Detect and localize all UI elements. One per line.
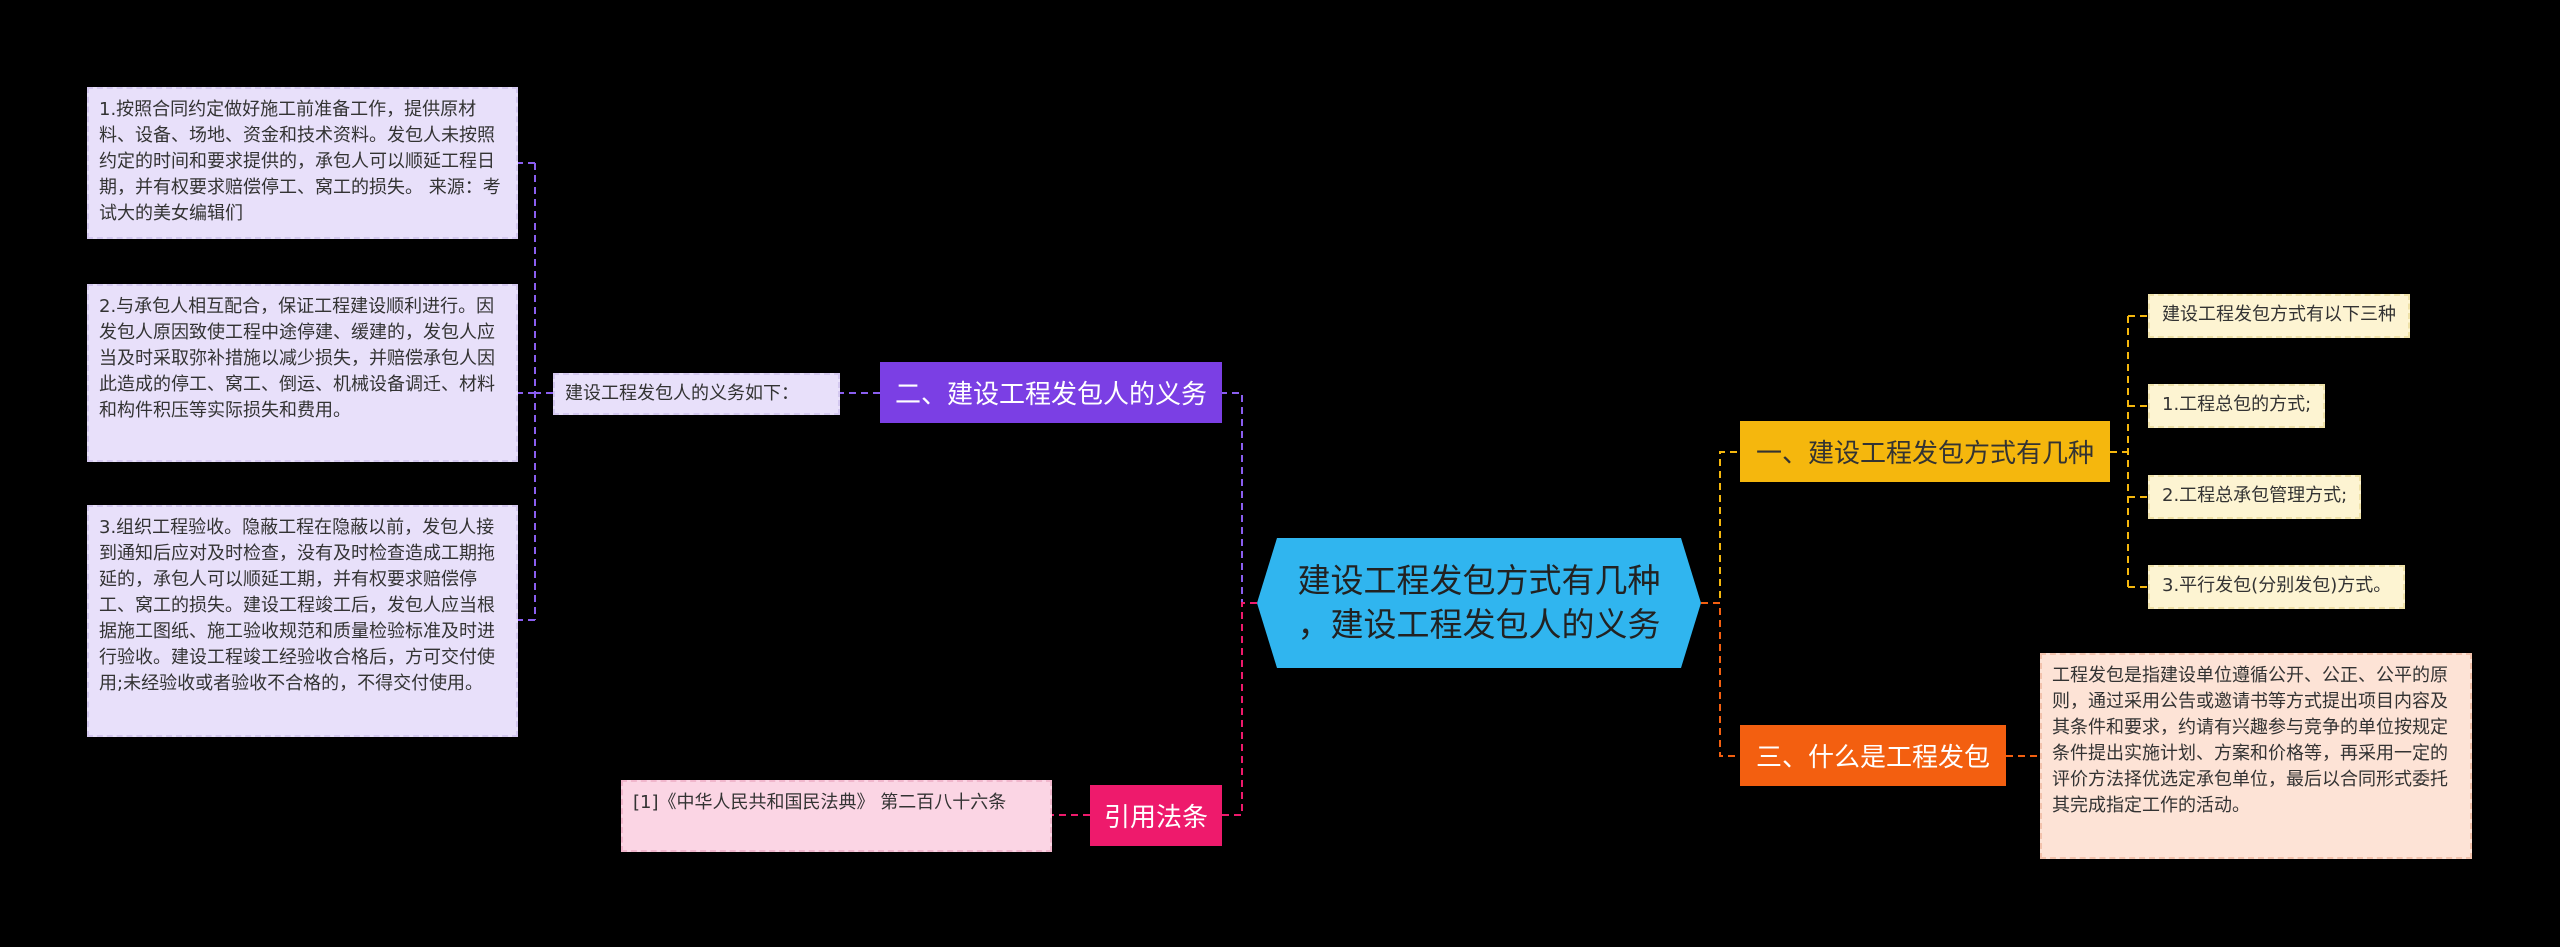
- law-item-text: [1]《中华人民共和国民法典》 第二百八十六条: [633, 792, 1007, 813]
- central-hexagon-shape: [1257, 538, 1701, 668]
- duty-item-2[interactable]: 2.与承包人相互配合，保证工程建设顺利进行。因发包人原因致使工程中途停建、缓建的…: [87, 284, 518, 462]
- branch-types-label: 一、建设工程发包方式有几种: [1755, 439, 2094, 469]
- link-types-items: [2110, 315, 2148, 588]
- types-item-3[interactable]: 2.工程总承包管理方式;: [2148, 475, 2362, 519]
- types-item-4-text: 3.平行发包(分别发包)方式。: [2162, 575, 2392, 596]
- what-item[interactable]: 工程发包是指建设单位遵循公开、公正、公平的原则，通过采用公告或邀请书等方式提出项…: [2040, 653, 2472, 859]
- duty-item-1[interactable]: 1.按照合同约定做好施工前准备工作，提供原材料、设备、场地、资金和技术资料。发包…: [87, 87, 518, 239]
- branch-what[interactable]: 三、什么是工程发包: [1740, 725, 2006, 786]
- central-title-line2: ，建设工程发包人的义务: [1297, 605, 1661, 644]
- link-center-duty: [1222, 392, 1257, 604]
- duty-item-3[interactable]: 3.组织工程验收。隐蔽工程在隐蔽以前，发包人接到通知后应对及时检查，没有及时检查…: [87, 505, 518, 737]
- types-item-2[interactable]: 1.工程总包的方式;: [2148, 384, 2326, 428]
- link-center-law: [1222, 602, 1257, 816]
- duty-intro-text: 建设工程发包人的义务如下：: [565, 383, 799, 404]
- branch-types[interactable]: 一、建设工程发包方式有几种: [1740, 421, 2110, 482]
- central-title-line1: 建设工程发包方式有几种: [1297, 561, 1661, 600]
- duty-item-3-text: 3.组织工程验收。隐蔽工程在隐蔽以前，发包人接到通知后应对及时检查，没有及时检查…: [99, 517, 495, 694]
- link-intro-items: [518, 162, 553, 621]
- what-item-text: 工程发包是指建设单位遵循公开、公正、公平的原则，通过采用公告或邀请书等方式提出项…: [2052, 665, 2448, 816]
- types-item-1-text: 建设工程发包方式有以下三种: [2162, 304, 2396, 325]
- types-item-3-text: 2.工程总承包管理方式;: [2162, 485, 2348, 506]
- central-title: 建设工程发包方式有几种 ，建设工程发包人的义务: [1257, 538, 1701, 668]
- branch-what-label: 三、什么是工程发包: [1755, 743, 1990, 773]
- law-item[interactable]: [1]《中华人民共和国民法典》 第二百八十六条: [621, 780, 1052, 852]
- duty-item-2-text: 2.与承包人相互配合，保证工程建设顺利进行。因发包人原因致使工程中途停建、缓建的…: [99, 296, 495, 421]
- branch-duty[interactable]: 二、建设工程发包人的义务: [880, 362, 1222, 423]
- branch-law[interactable]: 引用法条: [1090, 785, 1222, 846]
- central-topic[interactable]: 建设工程发包方式有几种 ，建设工程发包人的义务: [1257, 538, 1701, 668]
- duty-intro[interactable]: 建设工程发包人的义务如下：: [553, 373, 840, 415]
- types-item-2-text: 1.工程总包的方式;: [2162, 394, 2312, 415]
- branch-law-label: 引用法条: [1104, 803, 1209, 833]
- branch-duty-label: 二、建设工程发包人的义务: [894, 380, 1207, 410]
- types-item-4[interactable]: 3.平行发包(分别发包)方式。: [2148, 565, 2406, 609]
- link-center-types: [1701, 451, 1740, 604]
- duty-item-1-text: 1.按照合同约定做好施工前准备工作，提供原材料、设备、场地、资金和技术资料。发包…: [99, 99, 501, 224]
- types-item-1[interactable]: 建设工程发包方式有以下三种: [2148, 294, 2410, 338]
- link-center-what: [1701, 602, 1740, 757]
